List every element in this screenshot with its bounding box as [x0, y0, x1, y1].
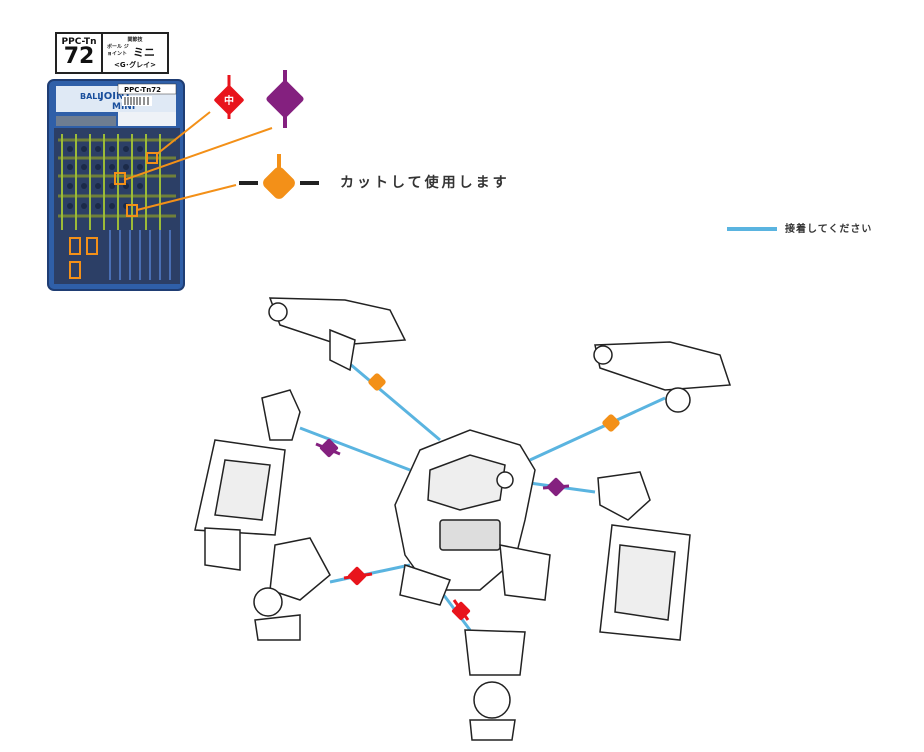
- product-code: PPC-Tn: [61, 37, 97, 47]
- product-tag: PPC-Tn 72 関節技 ボール ジョイント ミニ <G･グレイ>: [55, 32, 169, 74]
- product-name-small: ボール ジョイント: [107, 44, 129, 57]
- product-name-box: 関節技 ボール ジョイント ミニ <G･グレイ>: [103, 34, 167, 72]
- product-color-variant: <G･グレイ>: [114, 61, 156, 69]
- purple-joint-icon: [266, 70, 304, 128]
- cut-instruction: カットして使用します: [340, 175, 510, 191]
- highlight-red-part: [146, 152, 158, 164]
- highlight-part-a: [69, 237, 81, 255]
- product-category: 関節技: [127, 37, 143, 43]
- callout-lines: [123, 111, 273, 211]
- orange-cut-icon: [239, 154, 319, 199]
- package-code: PPC-Tn72: [124, 86, 161, 94]
- package-title-line2: MINI: [112, 102, 135, 112]
- red-joint-icon: 中: [214, 75, 244, 119]
- product-code-box: PPC-Tn 72: [57, 34, 103, 72]
- package-card: BALL JOINT MINI PPC-Tn72: [47, 79, 185, 291]
- product-number: 72: [63, 44, 95, 69]
- package-ball-label: BALL: [80, 92, 102, 101]
- highlight-part-b: [86, 237, 98, 255]
- highlight-part-c: [69, 261, 81, 279]
- robot-line-art: [194, 297, 732, 741]
- highlight-purple-part: [114, 172, 126, 185]
- package-title-line1: JOINT: [99, 91, 131, 102]
- glue-legend-swatch: [727, 227, 777, 231]
- joint-marker-label: 中: [224, 94, 234, 107]
- diagram-joints: [315, 373, 620, 621]
- glue-legend-label: 接着してください: [785, 224, 873, 235]
- highlight-orange-part: [126, 204, 138, 217]
- product-name-large: ミニ: [133, 46, 155, 59]
